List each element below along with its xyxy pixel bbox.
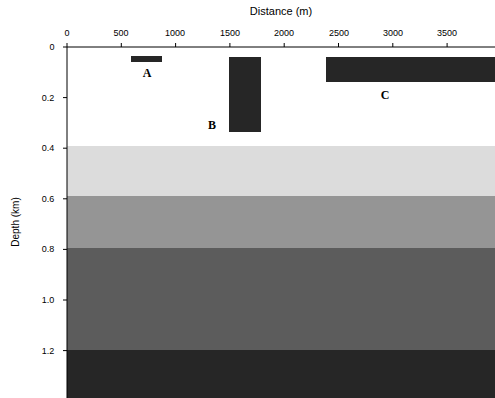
block-a [131,56,162,62]
x-tick [229,43,230,47]
tick-label: 1.2 [42,347,55,356]
tick-label: 0 [64,29,69,38]
y-tick [63,300,67,301]
tick-label: 0.2 [42,94,55,103]
block-c [326,57,495,82]
axis-title: Depth (km) [11,197,21,246]
x-tick [284,43,285,47]
x-tick [338,43,339,47]
layer-2 [67,196,495,248]
tick-label: 0.8 [42,245,55,254]
x-tick [121,43,122,47]
tick-label: 1500 [220,29,240,38]
layer-1 [67,146,495,196]
tick-label: 0.4 [42,144,55,153]
layer-top [67,47,495,146]
y-tick [63,148,67,149]
layer-4 [67,350,495,398]
top-axis [67,47,495,48]
axis-ticks [63,43,447,351]
tick-label: 1.0 [42,296,55,305]
y-tick [63,97,67,98]
body-label: C [381,89,390,101]
y-tick [63,249,67,250]
tick-label: 3500 [437,29,457,38]
tick-label: 2500 [329,29,349,38]
tick-label: 2000 [274,29,294,38]
y-tick [63,47,67,48]
tick-label: 1000 [165,29,185,38]
layer-3 [67,248,495,350]
tick-label: 500 [113,29,128,38]
body-label: A [143,67,152,79]
x-tick [392,43,393,47]
left-axis [67,47,68,398]
tick-label: 0 [49,43,54,52]
body-label: B [208,119,216,131]
x-tick [67,43,68,47]
y-tick [63,350,67,351]
axis-title: Distance (m) [250,6,312,17]
tick-label: 3000 [383,29,403,38]
y-tick [63,198,67,199]
x-tick [175,43,176,47]
tick-label: 0.6 [42,195,55,204]
block-b [229,57,261,132]
x-tick [447,43,448,47]
